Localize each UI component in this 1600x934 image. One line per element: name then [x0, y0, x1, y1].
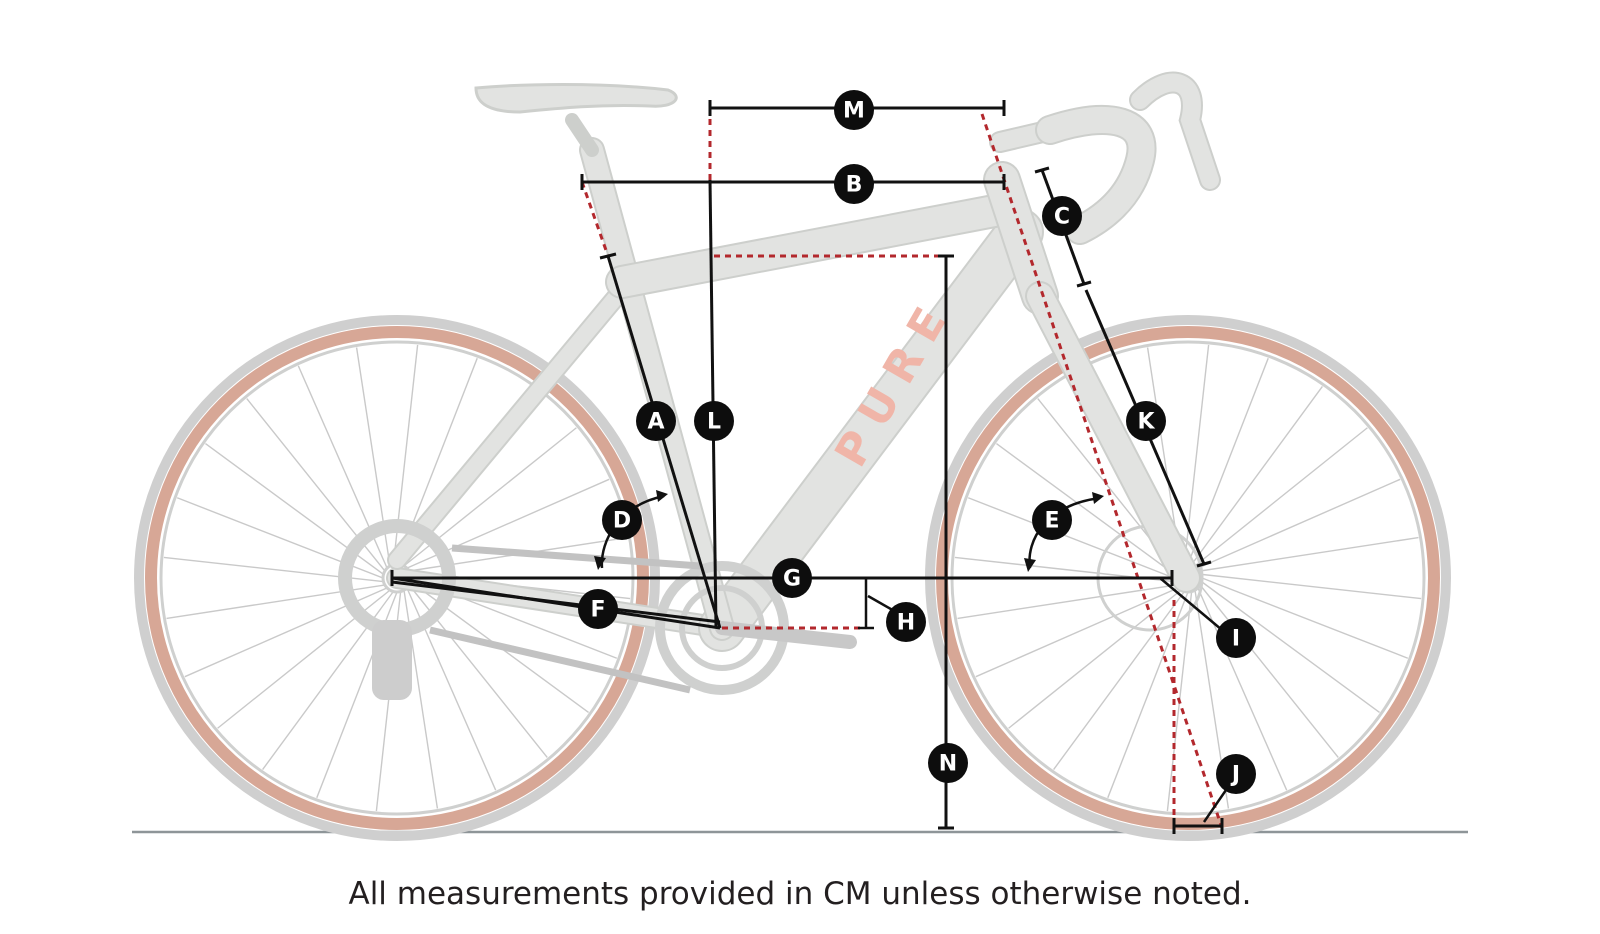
measure-line-a: [606, 255, 722, 629]
wheel-spoke: [975, 587, 1179, 678]
wheel-spoke: [1201, 573, 1422, 600]
svg-text:B: B: [846, 173, 863, 198]
label-badge-j: J: [1216, 754, 1256, 794]
wheel-spoke: [1053, 591, 1185, 770]
measurement-units-caption: All measurements provided in CM unless o…: [348, 876, 1252, 912]
saddle: [474, 83, 678, 114]
measurement-lines: [390, 100, 1228, 834]
svg-text:E: E: [1044, 509, 1059, 534]
label-badge-n: N: [928, 743, 968, 783]
svg-text:A: A: [647, 410, 664, 435]
seat-tube-extension-dash: [580, 181, 610, 257]
svg-text:C: C: [1054, 205, 1070, 230]
wheel-spoke: [1183, 344, 1210, 565]
wheel-spoke: [1197, 478, 1401, 569]
svg-text:D: D: [613, 509, 631, 534]
svg-text:K: K: [1137, 410, 1155, 435]
headtube-axis-dash: [980, 113, 1224, 829]
wheel-spoke: [1008, 589, 1182, 729]
label-badge-a: A: [636, 401, 676, 441]
label-badge-e: E: [1032, 500, 1072, 540]
label-badge-k: K: [1126, 401, 1166, 441]
wheel-spoke: [957, 584, 1176, 620]
wheel-spoke: [1201, 581, 1380, 713]
measure-line-i: [1159, 577, 1223, 631]
wheel-spoke: [1187, 357, 1269, 565]
label-badge-b: B: [834, 164, 874, 204]
wheel-spoke: [996, 443, 1175, 575]
svg-text:G: G: [783, 567, 801, 592]
label-badge-m: M: [834, 90, 874, 130]
wheel-spoke: [1199, 584, 1339, 758]
drivetrain: [338, 519, 857, 700]
label-badge-d: D: [602, 500, 642, 540]
wheel-spoke: [1200, 536, 1419, 572]
wheel-spoke: [1194, 427, 1368, 567]
svg-text:H: H: [897, 611, 915, 636]
wheel-spoke: [1201, 577, 1409, 659]
svg-text:N: N: [939, 752, 957, 777]
svg-text:L: L: [707, 410, 721, 435]
svg-text:I: I: [1232, 627, 1240, 652]
label-badge-h: H: [886, 602, 926, 642]
label-badge-f: F: [578, 589, 618, 629]
reference-lines: [580, 108, 1224, 829]
label-badge-l: L: [694, 401, 734, 441]
wheel-spoke: [967, 497, 1175, 579]
svg-text:M: M: [843, 99, 865, 124]
svg-text:F: F: [590, 598, 605, 623]
wheel-spoke: [1191, 386, 1323, 565]
frame-brand-text: PURE: [825, 287, 963, 475]
label-badge-c: C: [1042, 196, 1082, 236]
label-badge-i: I: [1216, 618, 1256, 658]
svg-text:J: J: [1230, 763, 1240, 788]
label-badge-g: G: [772, 558, 812, 598]
